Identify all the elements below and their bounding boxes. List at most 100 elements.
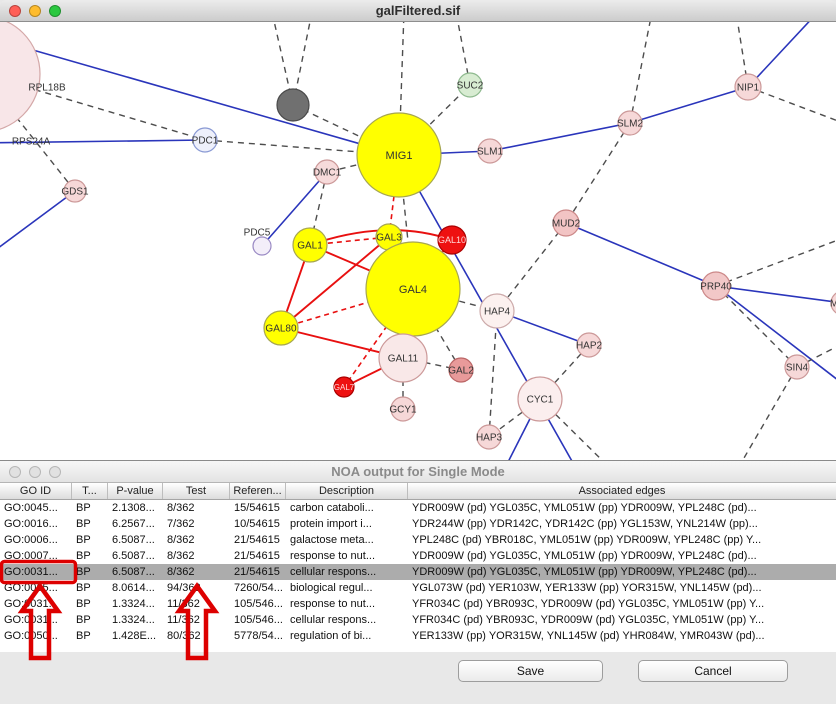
network-edge-blue	[747, 22, 810, 88]
cell-associated-edges: YPL248C (pd) YBR018C, YML051W (pp) YDR00…	[412, 534, 762, 546]
network-node-cyc1[interactable]: CYC1	[517, 376, 563, 422]
column-header-test[interactable]: Test	[163, 483, 230, 499]
network-node-slm2[interactable]: SLM2	[617, 110, 644, 136]
network-node-hap3[interactable]: HAP3	[476, 424, 503, 450]
cell-reference: 15/54615	[234, 502, 280, 514]
column-header-associated-edges[interactable]: Associated edges	[578, 485, 666, 497]
network-node-dmc1[interactable]: DMC1	[313, 159, 342, 185]
network-node-slm1[interactable]: SLM1	[477, 138, 504, 164]
network-node-sin4[interactable]: SIN4	[784, 354, 810, 380]
network-node-rpl18b[interactable]: RPL18B	[0, 22, 66, 132]
network-edge-red-dashed	[280, 288, 414, 329]
node-label: CYC1	[527, 395, 554, 406]
network-node-gal2[interactable]: GAL2	[448, 357, 474, 383]
save-button[interactable]: Save	[458, 660, 603, 682]
network-node-mud2[interactable]: MUD2	[552, 209, 581, 237]
network-edge-blue	[0, 139, 206, 144]
minimize-button[interactable]	[29, 465, 41, 478]
network-node-mig1[interactable]: MIG1	[356, 112, 442, 198]
cell-test: 11/362	[167, 614, 200, 626]
network-node-gal1[interactable]: GAL1	[292, 227, 328, 263]
cell-associated-edges: YDR244W (pp) YDR142C, YDR142C (pp) YGL15…	[412, 518, 758, 530]
cell-reference: 21/54615	[234, 550, 280, 562]
cell-reference: 7260/54...	[234, 582, 283, 594]
network-node-gal80[interactable]: GAL80	[263, 310, 299, 346]
node-label: GDS1	[61, 187, 89, 198]
cell-p-value: 6.5087...	[112, 566, 155, 578]
cell-go-id: GO:0031...	[4, 598, 58, 610]
node-label: GAL3	[376, 233, 402, 244]
cell-reference: 10/54615	[234, 518, 280, 530]
cell-test: 8/362	[167, 502, 195, 514]
cell-p-value: 1.3324...	[112, 598, 155, 610]
close-button[interactable]	[9, 465, 21, 478]
network-node-msl5[interactable]: MSL5	[830, 291, 836, 315]
cell-p-value: 8.0614...	[112, 582, 155, 594]
network-node-gcy1[interactable]: GCY1	[389, 396, 417, 422]
network-edge-dashed	[629, 22, 651, 124]
network-node-pdc5[interactable]: PDC5	[244, 228, 272, 256]
cell-test: 8/362	[167, 534, 195, 546]
network-node-gray[interactable]	[276, 88, 310, 122]
cell-reference: 105/546...	[234, 614, 283, 626]
network-node-gal7[interactable]: GAL7	[333, 376, 355, 398]
network-node-gal11[interactable]: GAL11	[378, 333, 428, 383]
network-node-rps24a[interactable]: RPS24A	[0, 130, 51, 156]
network-node-nip1[interactable]: NIP1	[734, 73, 762, 101]
network-node-suc2[interactable]: SUC2	[457, 72, 484, 98]
cell-go-id: GO:0006...	[4, 534, 58, 546]
column-header-type[interactable]: T...	[72, 483, 108, 499]
cell-test: 94/362	[167, 582, 201, 594]
network-edge-blue	[715, 285, 836, 303]
network-edge-dashed	[488, 310, 498, 438]
network-edge-blue	[489, 122, 631, 152]
minimize-button[interactable]	[29, 4, 41, 17]
cancel-button[interactable]: Cancel	[638, 660, 788, 682]
cell-reference: 21/54615	[234, 566, 280, 578]
network-window-title: galFiltered.sif	[375, 3, 461, 18]
column-header-description[interactable]: Description	[286, 483, 408, 499]
network-edge-blue	[0, 39, 400, 156]
maximize-button[interactable]	[49, 465, 61, 478]
node-label: DMC1	[313, 168, 342, 179]
maximize-button[interactable]	[49, 4, 61, 17]
network-node-gds1[interactable]: GDS1	[61, 179, 89, 203]
network-node-hap4[interactable]: HAP4	[479, 293, 515, 329]
column-header-go-id[interactable]: GO ID	[0, 483, 72, 499]
cell-description: protein import i...	[290, 518, 372, 530]
cell-type: BP	[76, 566, 91, 578]
cell-reference: 5778/54...	[234, 630, 283, 642]
network-node-pdc1[interactable]: PDC1	[192, 127, 219, 153]
node-label: GAL10	[438, 235, 466, 245]
noa-window-titlebar[interactable]: NOA output for Single Mode	[0, 461, 836, 483]
cell-p-value: 6.2567...	[112, 518, 155, 530]
column-header-reference[interactable]: Referen...	[230, 483, 286, 499]
network-edge-blue	[629, 86, 749, 124]
cell-description: response to nut...	[290, 550, 375, 562]
column-header-p-value[interactable]: P-value	[108, 483, 163, 499]
network-node-prp40[interactable]: PRP40	[700, 271, 732, 301]
cell-type: BP	[76, 582, 91, 594]
network-edge-dashed	[715, 240, 836, 287]
cell-associated-edges: YER133W (pp) YOR315W, YNL145W (pd) YHR08…	[412, 630, 765, 642]
node-label: SUC2	[457, 81, 484, 92]
network-window-titlebar[interactable]: galFiltered.sif	[0, 0, 836, 22]
network-edge-blue	[565, 222, 717, 287]
network-node-hap2[interactable]: HAP2	[576, 332, 603, 358]
network-node-gal4[interactable]: GAL4	[365, 241, 461, 337]
close-button[interactable]	[9, 4, 21, 17]
network-node-gal10[interactable]: GAL10	[437, 225, 467, 255]
network-edge-dashed	[742, 366, 798, 460]
